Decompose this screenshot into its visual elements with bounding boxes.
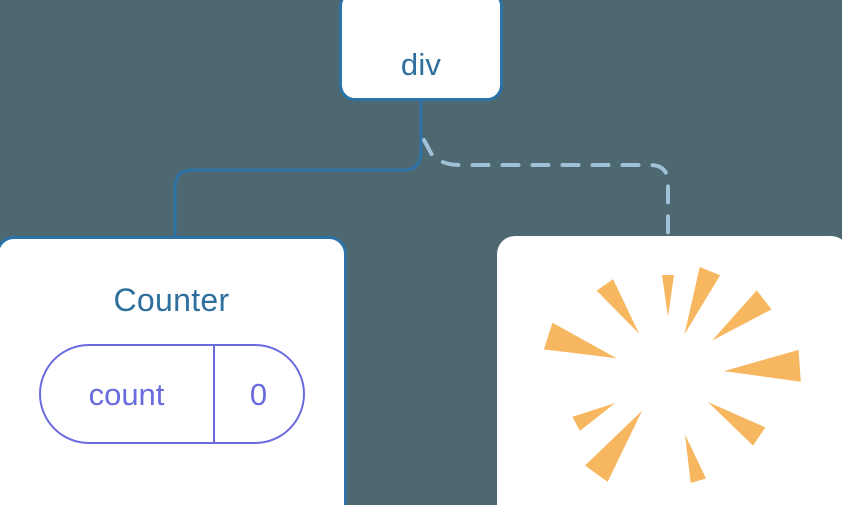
- state-value-label: 0: [249, 376, 268, 412]
- sparkle-ray-5: [712, 290, 772, 341]
- node-div-label: div: [400, 47, 442, 82]
- node-counter-label: Counter: [113, 282, 230, 318]
- sparkle-ray-10: [572, 403, 616, 431]
- sparkle-ray-6: [723, 349, 801, 382]
- sparkle-ray-9: [584, 410, 643, 482]
- sparkle-ray-1: [684, 267, 721, 335]
- sparkle-ray-3: [596, 279, 640, 335]
- sparkle-ray-8: [685, 434, 707, 483]
- sparkle-ray-7: [707, 401, 766, 446]
- edge-div-to-sparkle: [422, 138, 670, 242]
- sparkle-ray-4: [543, 322, 617, 359]
- state-pill-count[interactable]: count 0: [38, 344, 305, 444]
- edge-div-to-counter: [173, 99, 423, 242]
- node-counter[interactable]: Counter count 0: [0, 236, 347, 505]
- sparkle-ray-2: [662, 275, 674, 317]
- state-key-label: count: [88, 376, 165, 412]
- state-pill-divider: [212, 346, 215, 442]
- node-div[interactable]: div: [339, 0, 503, 101]
- sparkle-burst-icon: [543, 267, 801, 483]
- node-sparkle[interactable]: [497, 236, 842, 505]
